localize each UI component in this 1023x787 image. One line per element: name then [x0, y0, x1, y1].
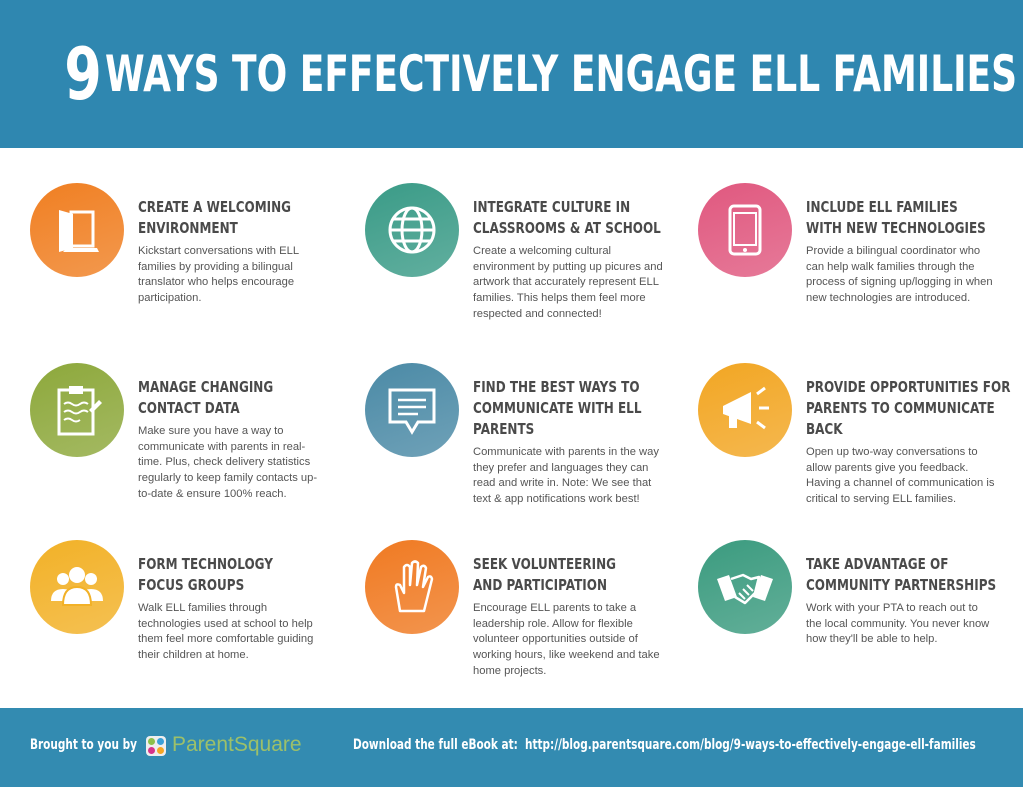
megaphone-icon [698, 363, 792, 457]
tip-text: FORM TECHNOLOGY FOCUS GROUPS Walk ELL fami… [138, 554, 338, 664]
door-icon [30, 183, 124, 277]
tip-title-line: COMMUNICATE WITH ELL PARENTS [473, 399, 642, 438]
tip-title-line: FIND THE BEST WAYS TO [473, 378, 640, 396]
tip-item: TAKE ADVANTAGE OF COMMUNITY PARTNERSHIPS W… [698, 540, 1018, 710]
tip-title-line: FOCUS GROUPS [138, 576, 245, 594]
tip-text: FIND THE BEST WAYS TO COMMUNICATE WITH EL… [473, 377, 673, 508]
tip-title: FORM TECHNOLOGY FOCUS GROUPS [138, 554, 346, 596]
tip-item: MANAGE CHANGING CONTACT DATA Make sure you… [30, 363, 350, 533]
tip-title: CREATE A WELCOMING ENVIRONMENT [138, 197, 346, 239]
tip-title-line: ENVIRONMENT [138, 219, 238, 237]
tip-item: SEEK VOLUNTEERING AND PARTICIPATION Encour… [365, 540, 685, 710]
tip-text: MANAGE CHANGING CONTACT DATA Make sure you… [138, 377, 338, 503]
brand-name: ParentSquare [172, 733, 302, 756]
footer-banner: Brought to you by ParentSquare Download … [0, 708, 1023, 787]
tip-title-line: WITH NEW TECHNOLOGIES [806, 219, 986, 237]
tip-text: PROVIDE OPPORTUNITIES FOR PARENTS TO COMM… [806, 377, 1010, 508]
tip-title: INTEGRATE CULTURE IN CLASSROOMS & AT SCHO… [473, 197, 681, 239]
tip-item: FORM TECHNOLOGY FOCUS GROUPS Walk ELL fami… [30, 540, 350, 710]
tip-item: INTEGRATE CULTURE IN CLASSROOMS & AT SCHO… [365, 183, 685, 353]
tip-text: CREATE A WELCOMING ENVIRONMENT Kickstart c… [138, 197, 338, 307]
tip-title-line: CREATE A WELCOMING [138, 198, 292, 216]
clipboard-icon [30, 363, 124, 457]
tip-title-line: INCLUDE ELL FAMILIES [806, 198, 958, 216]
header-banner: 9 WAYS TO EFFECTIVELY ENGAGE ELL FAMILIE… [0, 0, 1023, 148]
tip-description: Open up two-way conversations to allow p… [806, 446, 995, 506]
tip-title: PROVIDE OPPORTUNITIES FOR PARENTS TO COMM… [806, 377, 1014, 440]
tip-title-line: CLASSROOMS & AT SCHOOL [473, 219, 661, 237]
tip-text: SEEK VOLUNTEERING AND PARTICIPATION Encour… [473, 554, 673, 680]
brought-by-label: Brought to you by [30, 737, 137, 753]
tip-title-line: MANAGE CHANGING [138, 378, 274, 396]
tip-title-line: TAKE ADVANTAGE OF [806, 555, 949, 573]
tip-item: CREATE A WELCOMING ENVIRONMENT Kickstart c… [30, 183, 350, 353]
tip-text: TAKE ADVANTAGE OF COMMUNITY PARTNERSHIPS W… [806, 554, 1006, 648]
tip-title-line: FORM TECHNOLOGY [138, 555, 273, 573]
page-title: WAYS TO EFFECTIVELY ENGAGE ELL FAMILIES [104, 45, 1017, 103]
chat-bubble-icon [365, 363, 459, 457]
tip-text: INCLUDE ELL FAMILIES WITH NEW TECHNOLOGIE… [806, 197, 1006, 307]
tip-title: SEEK VOLUNTEERING AND PARTICIPATION [473, 554, 681, 596]
tip-description: Encourage ELL parents to take a leadersh… [473, 602, 660, 677]
tip-title: INCLUDE ELL FAMILIES WITH NEW TECHNOLOGIE… [806, 197, 1014, 239]
tip-description: Work with your PTA to reach out to the l… [806, 602, 990, 646]
tip-description: Walk ELL families through technologies u… [138, 602, 314, 662]
tip-item: PROVIDE OPPORTUNITIES FOR PARENTS TO COMM… [698, 363, 1018, 533]
tip-title: MANAGE CHANGING CONTACT DATA [138, 377, 346, 419]
download-label: Download the full eBook at: [353, 737, 518, 753]
tip-description: Create a welcoming cultural environment … [473, 245, 663, 320]
header-number: 9 [64, 32, 103, 116]
tip-item: FIND THE BEST WAYS TO COMMUNICATE WITH EL… [365, 363, 685, 533]
tip-item: INCLUDE ELL FAMILIES WITH NEW TECHNOLOGIE… [698, 183, 1018, 353]
ebook-link[interactable]: http://blog.parentsquare.com/blog/9-ways… [525, 737, 976, 753]
tip-title-line: SEEK VOLUNTEERING [473, 555, 616, 573]
parentsquare-logo-icon [146, 736, 166, 756]
tip-title-line: COMMUNITY PARTNERSHIPS [806, 576, 997, 594]
raised-hand-icon [365, 540, 459, 634]
tip-title-line: AND PARTICIPATION [473, 576, 608, 594]
group-icon [30, 540, 124, 634]
tip-description: Provide a bilingual coordinator who can … [806, 245, 993, 305]
tablet-icon [698, 183, 792, 277]
globe-icon [365, 183, 459, 277]
tip-text: INTEGRATE CULTURE IN CLASSROOMS & AT SCHO… [473, 197, 673, 323]
tip-description: Communicate with parents in the way they… [473, 446, 659, 506]
tip-title: TAKE ADVANTAGE OF COMMUNITY PARTNERSHIPS [806, 554, 1014, 596]
tip-title-line: PARENTS TO COMMUNICATE BACK [806, 399, 995, 438]
handshake-icon [698, 540, 792, 634]
tip-title-line: CONTACT DATA [138, 399, 240, 417]
tip-title: FIND THE BEST WAYS TO COMMUNICATE WITH EL… [473, 377, 681, 440]
tip-description: Make sure you have a way to communicate … [138, 425, 318, 500]
tip-description: Kickstart conversations with ELL familie… [138, 245, 299, 305]
tip-title-line: INTEGRATE CULTURE IN [473, 198, 631, 216]
tip-title-line: PROVIDE OPPORTUNITIES FOR [806, 378, 1011, 396]
